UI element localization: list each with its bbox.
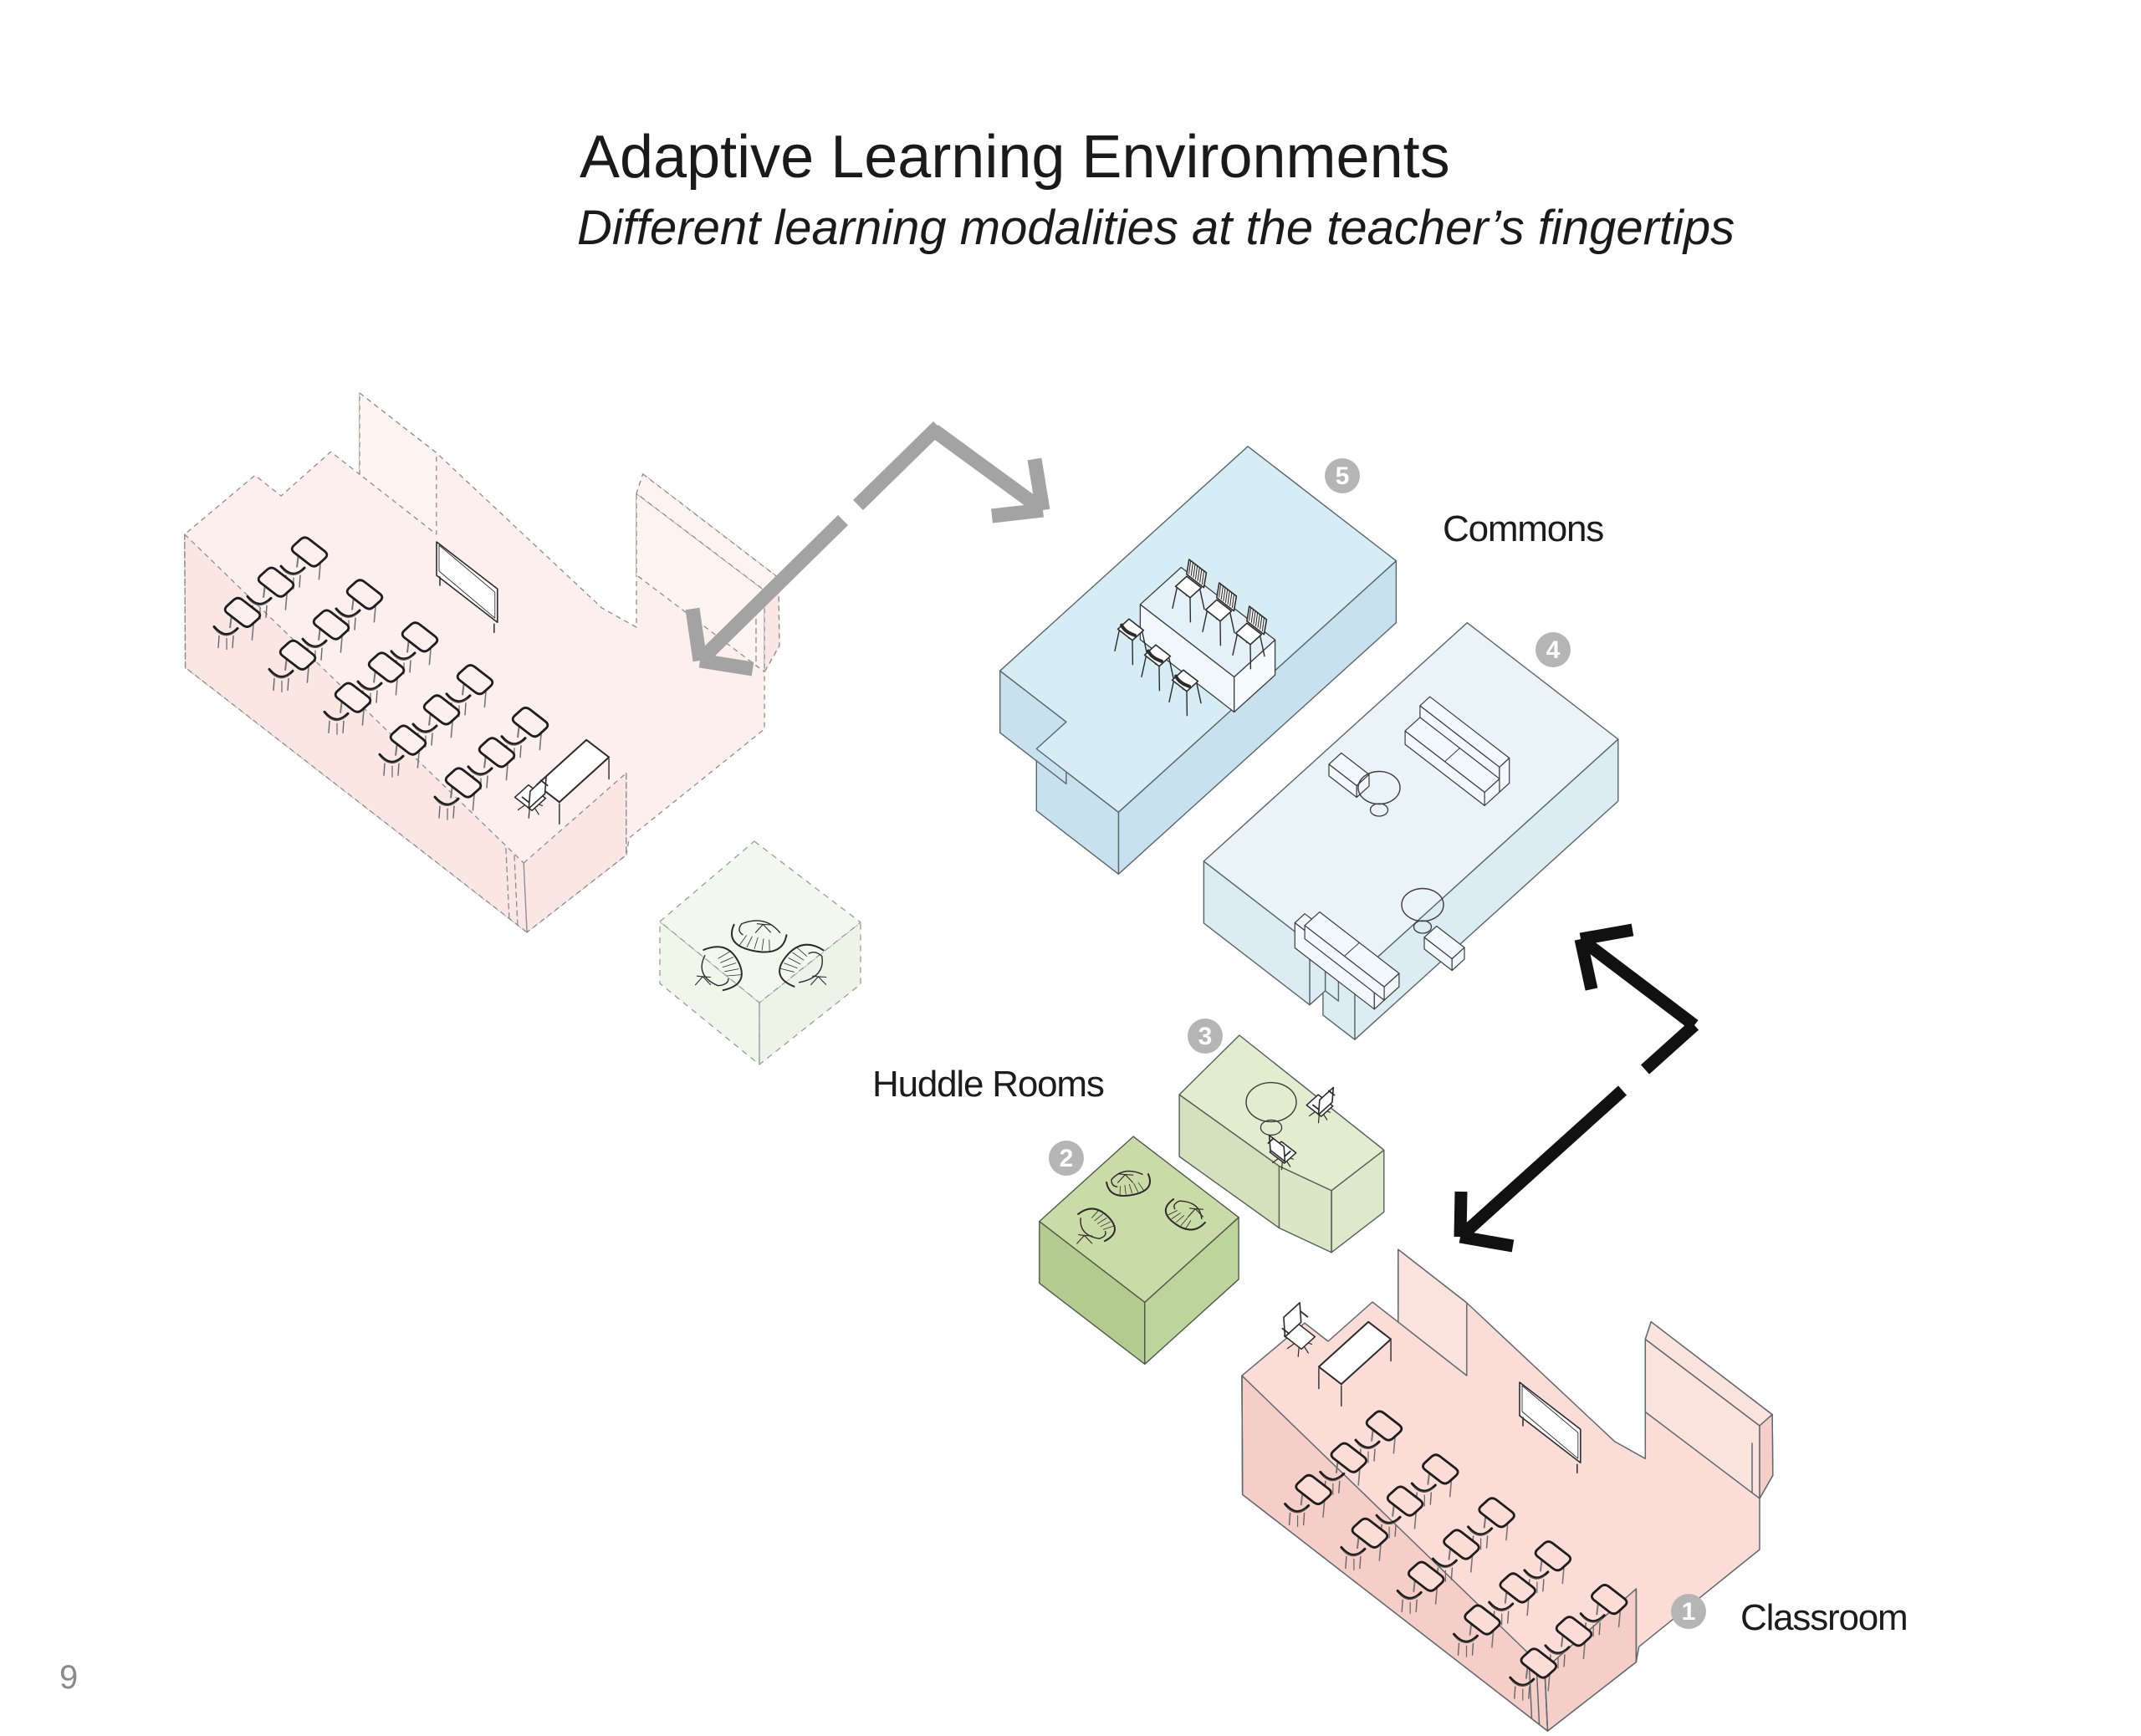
- svg-text:9: 9: [59, 1659, 78, 1696]
- svg-text:Classroom: Classroom: [1740, 1597, 1907, 1638]
- svg-text:Commons: Commons: [1443, 508, 1603, 549]
- svg-text:Adaptive Learning Environments: Adaptive Learning Environments: [580, 124, 1450, 191]
- svg-text:Huddle Rooms: Huddle Rooms: [872, 1064, 1104, 1105]
- svg-text:5: 5: [1336, 462, 1350, 490]
- svg-text:1: 1: [1682, 1598, 1696, 1626]
- svg-text:2: 2: [1060, 1145, 1074, 1172]
- svg-text:Different learning modalities: Different learning modalities at the tea…: [577, 201, 1735, 255]
- svg-text:3: 3: [1198, 1023, 1213, 1050]
- svg-text:4: 4: [1546, 636, 1561, 664]
